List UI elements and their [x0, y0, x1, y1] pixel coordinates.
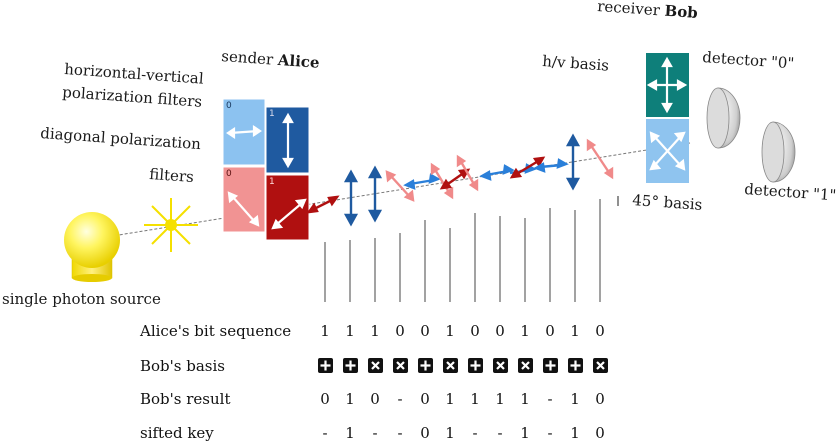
sequence-row-label: sifted key [140, 424, 214, 442]
filter-diag-1 [265, 174, 310, 241]
basis-plus-icon [418, 358, 433, 373]
sequence-cell: 1 [520, 390, 530, 408]
filter-hv-0-number: 0 [226, 101, 232, 111]
sequence-cell: 1 [570, 390, 580, 408]
photon-stream [306, 133, 619, 227]
sequence-cell: 1 [345, 322, 355, 340]
sequence-cell: 1 [370, 322, 380, 340]
basis-plus-icon [343, 358, 358, 373]
sequence-cell: 0 [595, 390, 605, 408]
sequence-cell: 0 [595, 424, 605, 442]
basis-cross-icon [393, 358, 408, 373]
sequence-row-label: Bob's result [140, 390, 231, 408]
basis-cross-icon [493, 358, 508, 373]
sequence-cell: 1 [570, 322, 580, 340]
sequence-row: Bob's basis [0, 356, 830, 376]
sequence-cell: 1 [445, 424, 455, 442]
basis-plus-icon [543, 358, 558, 373]
sequence-cell: - [372, 424, 378, 442]
receiver-name: Bob [664, 1, 699, 22]
basis-plus-icon [468, 358, 483, 373]
sequence-row-label: Alice's bit sequence [140, 322, 292, 340]
sequence-cell: 1 [495, 390, 505, 408]
detector-1-dome [761, 121, 796, 183]
sequence-cell: 0 [320, 390, 330, 408]
filter-hv-1-number: 1 [269, 109, 275, 119]
basis-plus-icon [568, 358, 583, 373]
light-flash-icon [144, 198, 198, 252]
sequence-cell: 1 [445, 322, 455, 340]
sequence-cell: 0 [420, 322, 430, 340]
photon-source-bulb [64, 212, 120, 282]
sequence-cell: 0 [470, 322, 480, 340]
bob-filter-block [646, 53, 689, 183]
basis-cross-icon [368, 358, 383, 373]
filter-diag-0-number: 0 [226, 169, 232, 179]
basis-cross-icon [593, 358, 608, 373]
photon-source-label: single photon source [2, 290, 161, 308]
sequence-cell: 1 [520, 322, 530, 340]
sequence-cell: 0 [370, 390, 380, 408]
sequence-cell: 1 [520, 424, 530, 442]
sequence-cell: - [322, 424, 328, 442]
sequence-cell: 1 [470, 390, 480, 408]
alice-filter-block [222, 98, 310, 241]
sequence-cell: 0 [545, 322, 555, 340]
sequence-cell: 0 [420, 424, 430, 442]
sequence-row-label: Bob's basis [140, 357, 225, 375]
sender-name: Alice [277, 50, 321, 72]
sequence-cell: - [547, 390, 553, 408]
sequence-cell: - [472, 424, 478, 442]
sequence-cell: 1 [445, 390, 455, 408]
sequence-cell: 0 [595, 322, 605, 340]
sequence-cell: 1 [345, 424, 355, 442]
sequence-cell: 1 [320, 322, 330, 340]
photon-beam-line [99, 142, 691, 239]
sequence-cell: - [397, 390, 403, 408]
diag-filters-label-line2: filters [148, 165, 195, 187]
filter-diag-1-number: 1 [269, 177, 275, 187]
sequence-cell: - [397, 424, 403, 442]
basis-plus-icon [318, 358, 333, 373]
sequence-cell: 1 [570, 424, 580, 442]
sequence-cell: 0 [495, 322, 505, 340]
detector-0-dome [706, 87, 741, 149]
column-guide-lines [324, 199, 601, 302]
sequence-cell: - [497, 424, 503, 442]
sequence-cell: 0 [395, 322, 405, 340]
sequence-cell: - [547, 424, 553, 442]
sender-prefix: sender [220, 47, 274, 69]
basis-cross-icon [518, 358, 533, 373]
basis-cross-icon [443, 358, 458, 373]
sequence-cell: 1 [345, 390, 355, 408]
sequence-cell: 0 [420, 390, 430, 408]
